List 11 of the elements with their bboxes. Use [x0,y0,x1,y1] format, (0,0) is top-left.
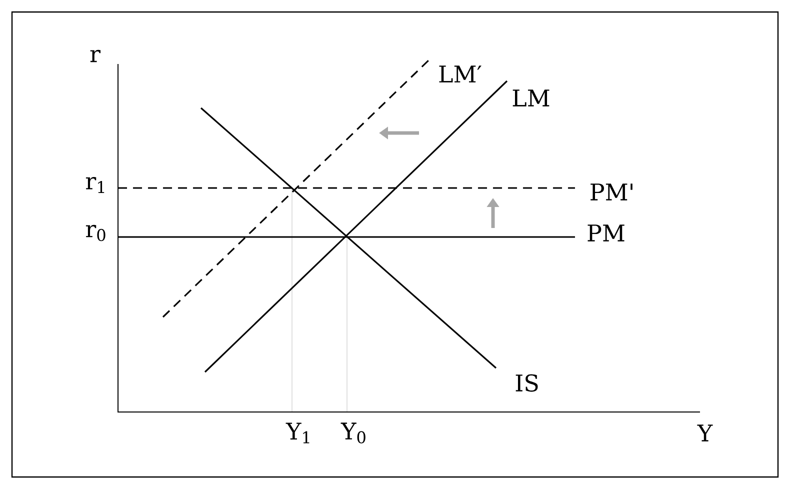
axis-tick-label: Y$_{1}$ [286,422,310,444]
curve-label: PM [588,224,624,242]
axis-tick-label: r$_{0}$ [86,224,106,242]
axis-tick-label: Y$_{0}$ [340,422,366,444]
axis-tick-label: r$_{1}$ [86,177,104,193]
curve-label: LM′ [439,66,482,82]
curve-label: IS [516,374,538,392]
curve-label: LM [512,90,550,106]
axis-label: Y [697,424,713,442]
axis-label: r [90,50,100,62]
curve-label: PM' [590,184,632,200]
